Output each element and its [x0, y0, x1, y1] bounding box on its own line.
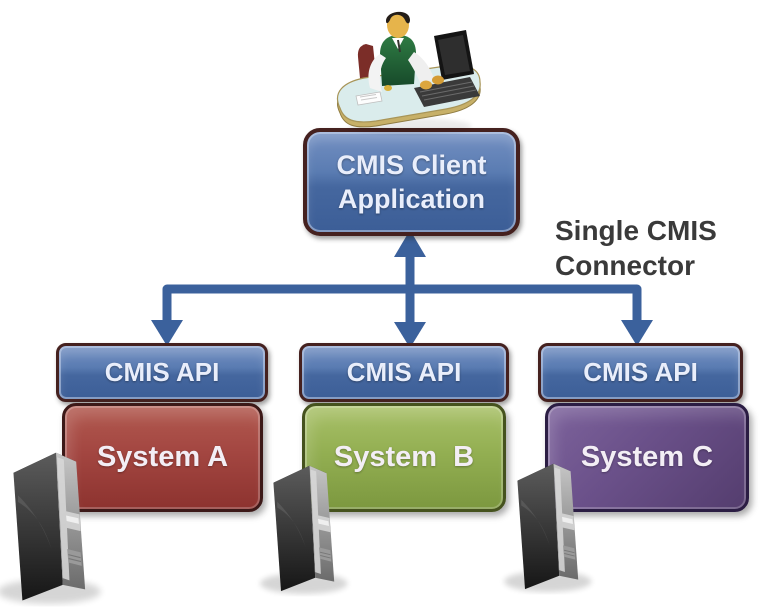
arrowhead-up-icon [394, 230, 426, 257]
cmis-api-box-c: CMIS API [538, 343, 743, 402]
arrowhead-down-right-icon [621, 320, 653, 346]
arrowhead-down-center-icon [394, 322, 426, 348]
system-a-box: System A [62, 403, 263, 512]
user-at-desk-icon [336, 11, 481, 134]
arrowhead-down-left-icon [151, 320, 183, 346]
cmis-api-label-a: CMIS API [104, 357, 220, 387]
system-c-box: System C [545, 403, 749, 512]
cmis-api-label-c: CMIS API [583, 357, 698, 387]
cmis-api-box-b: CMIS API [299, 343, 509, 402]
system-b-box: System B [302, 403, 506, 512]
cmis-api-box-a: CMIS API [56, 343, 268, 402]
system-c-label: System C [580, 441, 714, 473]
single-cmis-connector-label: Single CMIS Connector [555, 215, 717, 281]
cmis-client-application-box: CMIS Client Application [303, 128, 520, 236]
connector-horizontal-line [162, 284, 642, 326]
cmis-client-application-label: CMIS Client Application [336, 150, 487, 214]
system-b-label: System B [333, 441, 475, 473]
system-a-label: System A [96, 441, 229, 473]
cmis-api-label-b: CMIS API [346, 357, 462, 387]
